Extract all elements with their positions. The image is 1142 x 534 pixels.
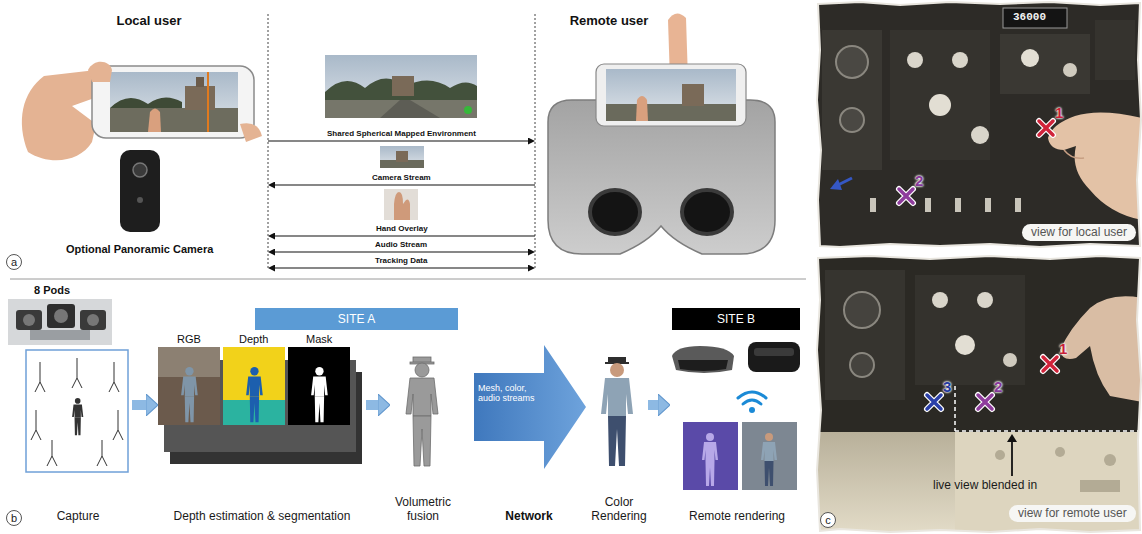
pipeline-arrow (366, 400, 378, 410)
remote-devices (672, 342, 800, 490)
annotation: live view blended in (933, 479, 1037, 493)
rig-caption: 8 Pods (34, 284, 70, 297)
panel-letter: b (6, 510, 22, 526)
callout-number: 2 (915, 172, 923, 189)
stream-arrow (275, 251, 528, 252)
stream-arrow (268, 140, 528, 141)
callout-number: 3 (943, 378, 951, 395)
node-text: a (11, 256, 17, 268)
cockpit-photo-remote (815, 255, 1142, 534)
node-text: Color Rendering (590, 496, 648, 524)
node-text: Mesh, color, audio streams (478, 383, 540, 404)
pipeline-stage: Remote rendering (670, 340, 804, 528)
stream-arrow (275, 184, 535, 185)
arrow-body (474, 345, 586, 469)
node-text: Local user (30, 14, 268, 29)
node-text: b (11, 512, 17, 524)
user-panel: Local user (30, 8, 268, 270)
torn-edge (817, 256, 1141, 532)
pipeline-stage: Depth estimation & segmentation (158, 345, 366, 528)
divider (535, 14, 536, 270)
user-panel: Remote user (535, 8, 805, 270)
node-text: view for remote user (1018, 506, 1127, 520)
frame-label: Depth (239, 333, 268, 346)
altitude-display: 36000 (1013, 11, 1046, 24)
stream-label: Shared Spherical Mapped Environment (326, 129, 477, 139)
frame-label: RGB (177, 333, 201, 346)
stream-label: Audio Stream (374, 240, 428, 250)
colored-avatar (601, 357, 633, 466)
node-text: view for local user (1031, 225, 1127, 239)
cockpit-photo-local (815, 0, 1142, 250)
site-banner: SITE B (672, 308, 800, 330)
vr-headset (548, 13, 775, 254)
camera-thumbnail (380, 146, 424, 168)
device-caption: Optional Panoramic Camera (66, 243, 213, 256)
panel-letter: a (6, 254, 22, 270)
capture-rig (26, 350, 128, 472)
node-text: Remote user (553, 14, 665, 29)
node-text: Capture (24, 510, 132, 524)
panel-letter: c (820, 512, 836, 528)
view-tag: view for local user (1022, 224, 1136, 241)
pipeline-arrow (132, 400, 146, 410)
node-text: Network (470, 510, 588, 524)
callout-number: 1 (1059, 340, 1067, 357)
callout-number: 1 (1055, 104, 1063, 121)
arrow-shape (470, 345, 588, 471)
frame-label: Mask (306, 333, 332, 346)
panorama-thumbnail (325, 55, 477, 118)
stream-label: Hand Overlay (375, 224, 429, 234)
panel-separator (10, 279, 806, 280)
node-text: Remote rendering (670, 510, 804, 524)
node-text: SITE B (717, 312, 755, 326)
divider (268, 14, 269, 270)
callout-number: 2 (994, 378, 1002, 395)
site-banner: SITE A (255, 308, 458, 330)
depth-frames (158, 347, 362, 464)
hand-thumbnail (384, 189, 418, 220)
fused-mesh (406, 357, 438, 466)
pipeline-stage: Volumetric fusion (390, 345, 456, 528)
stream-arrow (275, 235, 535, 236)
stream-label: Tracking Data (374, 256, 428, 266)
stream-arrow (275, 267, 528, 268)
pipeline-arrow (648, 400, 658, 410)
capture-pods-photo (8, 299, 112, 345)
pipeline-stage: Color Rendering (590, 345, 648, 528)
view-tag: view for remote user (1009, 505, 1136, 522)
node-text: SITE A (338, 312, 375, 326)
network-arrow: Mesh, color, audio streamsNetwork (470, 345, 588, 528)
node-text: Depth estimation & segmentation (158, 510, 366, 524)
node-text: c (825, 514, 831, 526)
cross-markers (899, 121, 1057, 409)
node-text: Volumetric fusion (390, 496, 456, 524)
stream-label: Camera Stream (371, 173, 432, 183)
torn-edge (817, 2, 1141, 247)
pipeline-stage: Capture (24, 345, 132, 528)
local-user-photo (22, 62, 262, 232)
